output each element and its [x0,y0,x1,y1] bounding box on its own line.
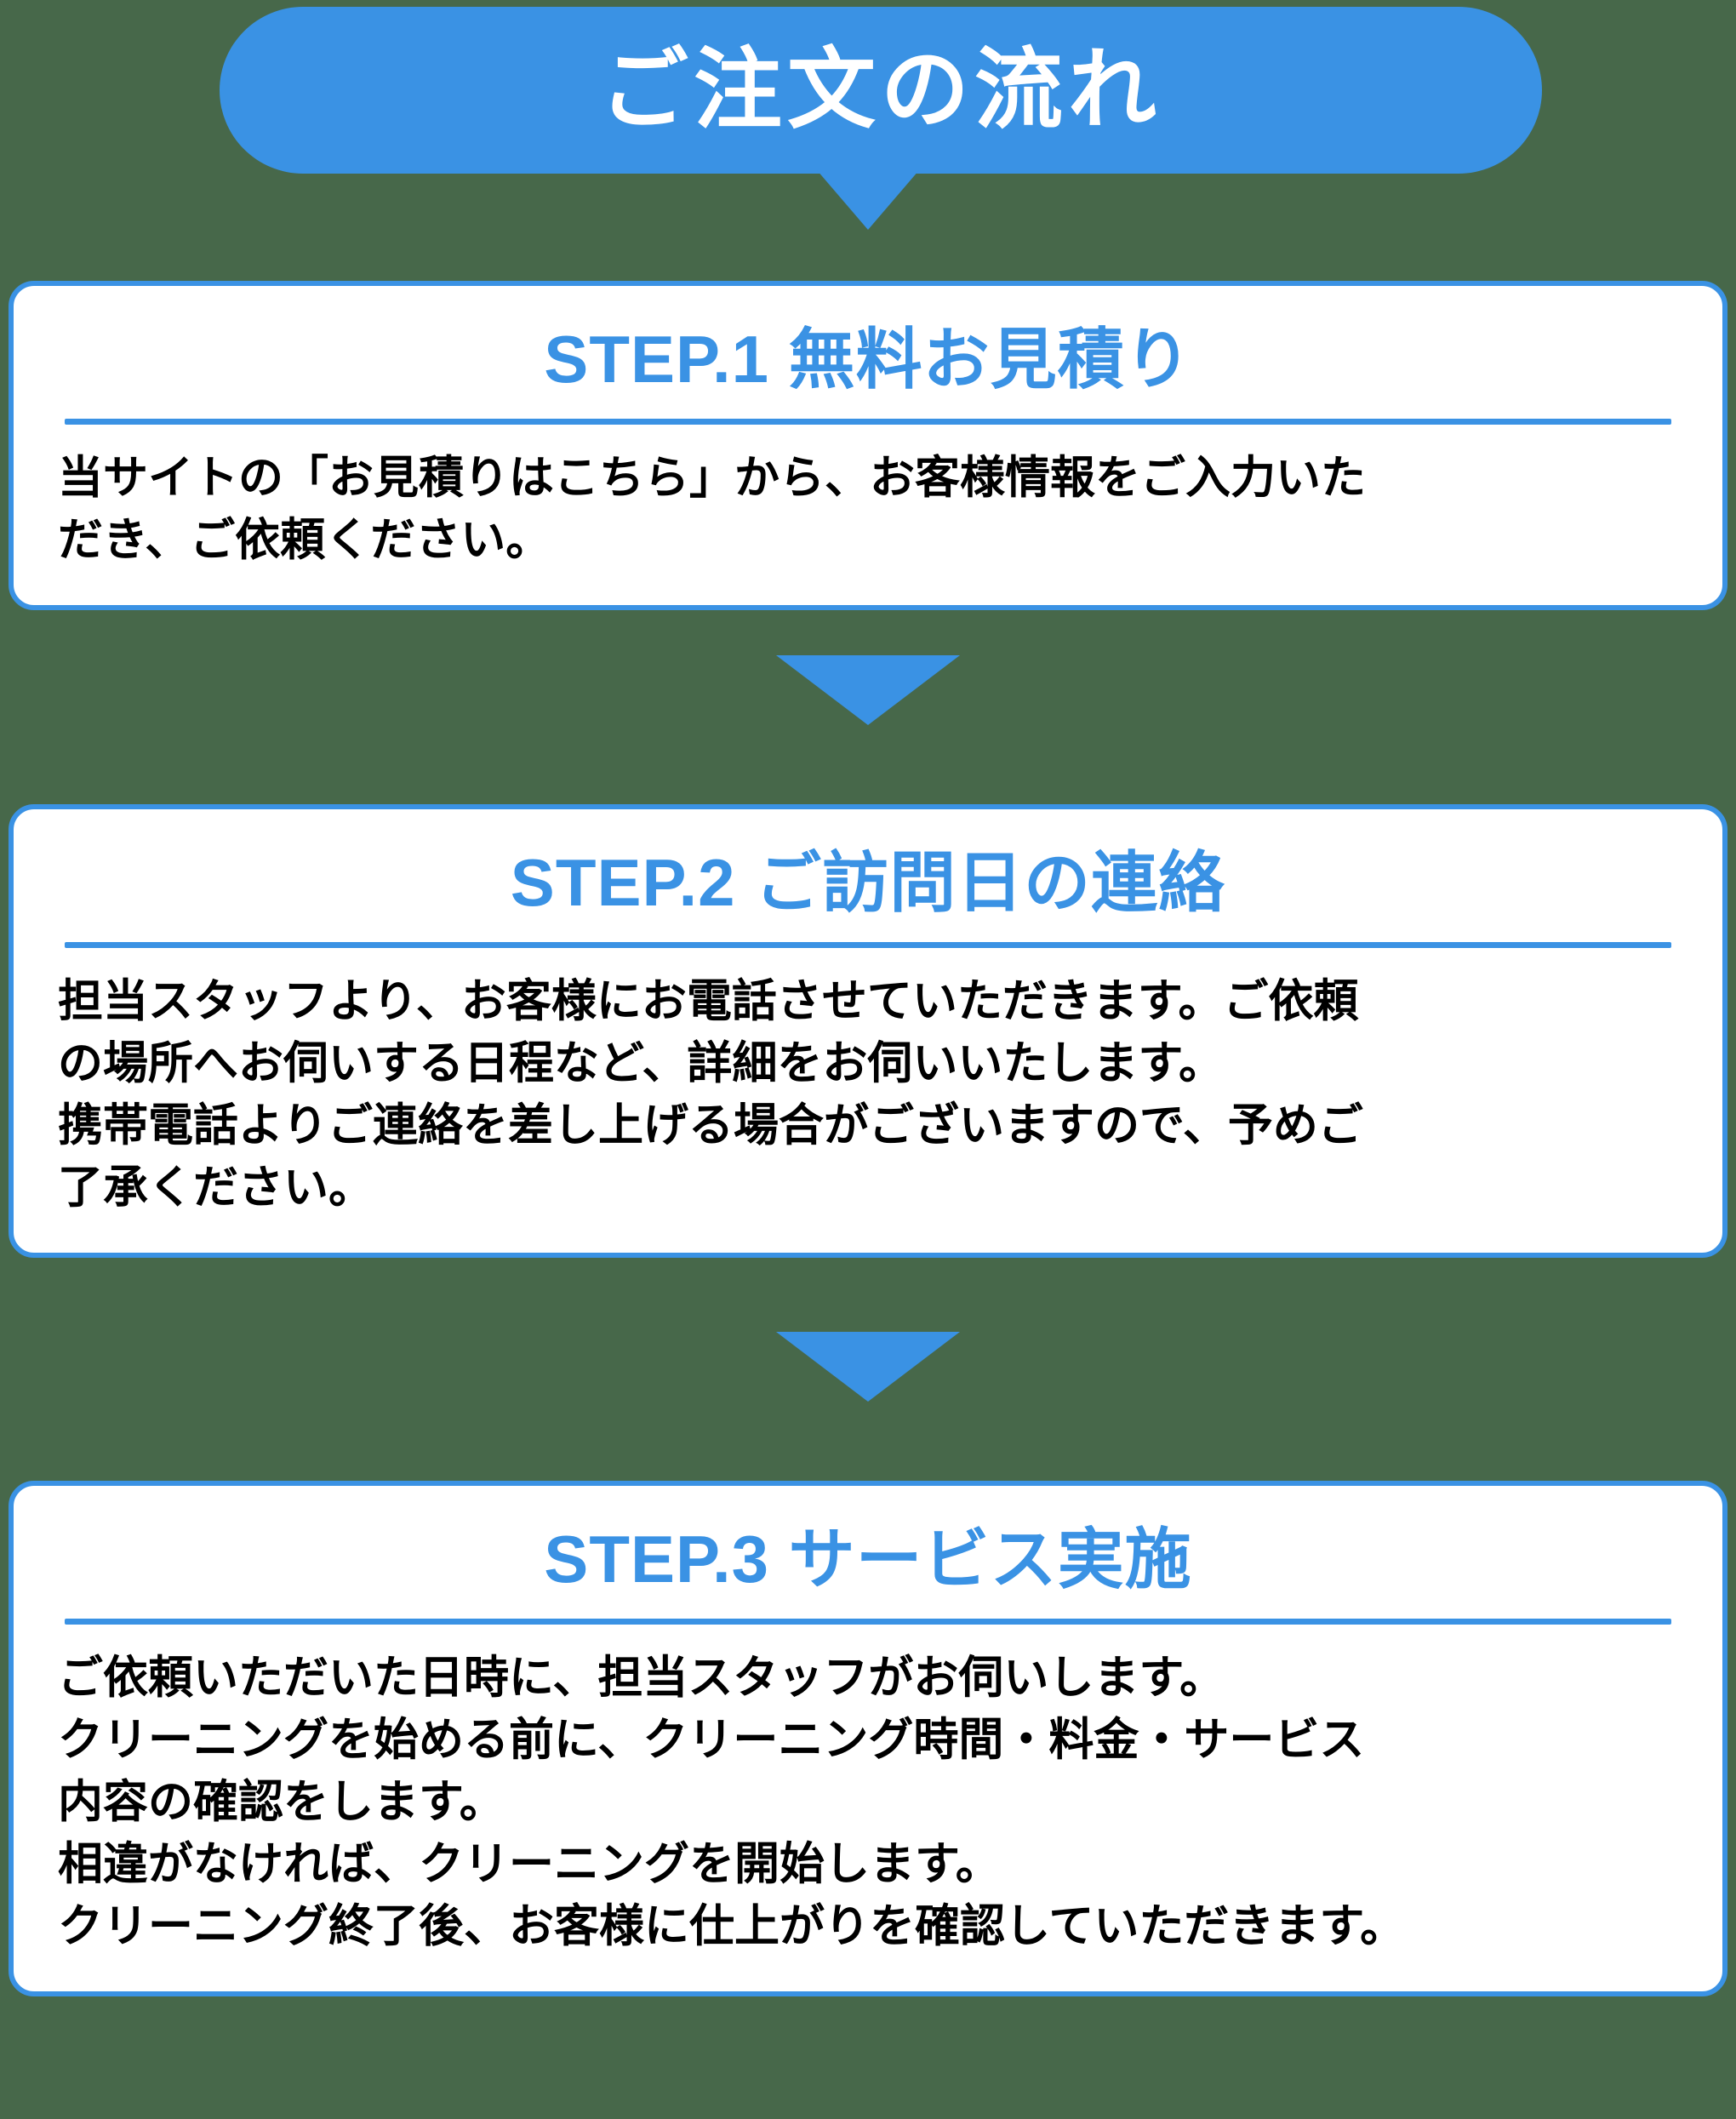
step-3-line-2: クリーニングを始める前に、クリーニング時間・料金・サービス [58,1714,1365,1765]
step-1-title: STEP.1 無料お見積り [544,322,1192,397]
step-2-line-4: 了承ください。 [58,1162,374,1214]
step-1-body: 当サイトの「お見積りはこちら」から、お客様情報をご入力いた だき、ご依頼ください… [58,447,1678,571]
step-2-divider [65,941,1671,948]
step-3-line-1: ご依頼いただいた日時に、担当スタッフがお伺いします。 [58,1652,1225,1703]
step-3-divider [65,1618,1671,1625]
banner-pointer-triangle-icon [817,170,919,230]
step-2-line-1: 担当スタッフより、お客様にお電話させていただきます。ご依頼 [58,975,1359,1026]
step-1-line-2: だき、ご依頼ください。 [58,514,551,565]
step-card-1: STEP.1 無料お見積り 当サイトの「お見積りはこちら」から、お客様情報をご入… [9,281,1727,610]
step-3-line-5: クリーニング終了後、お客様に仕上がりを確認していただきます。 [58,1901,1406,1952]
step-3-line-4: 相違がなければ、クリーニングを開始します。 [58,1839,1001,1890]
step-2-line-2: の場所へお伺いする日程など、詳細をお伺いいたします。 [58,1037,1225,1088]
step-3-title: STEP.3 サービス実施 [544,1522,1192,1596]
page-title: ご注文の流れ [599,41,1162,140]
connector-arrow-2-icon [776,1332,960,1402]
step-2-title: STEP.2 ご訪問日の連絡 [510,845,1226,920]
step-card-3: STEP.3 サービス実施 ご依頼いただいた日時に、担当スタッフがお伺いします。… [9,1481,1727,1997]
step-card-2: STEP.2 ご訪問日の連絡 担当スタッフより、お客様にお電話させていただきます… [9,804,1727,1259]
step-2-body: 担当スタッフより、お客様にお電話させていただきます。ご依頼 の場所へお伺いする日… [58,970,1678,1219]
header-banner-area: ご注文の流れ [0,0,1736,255]
step-1-divider [65,418,1671,425]
step-2-line-3: 携帯電話よりご連絡を差し上げる場合がございますので、予めご [58,1099,1363,1151]
step-3-body: ご依頼いただいた日時に、担当スタッフがお伺いします。 クリーニングを始める前に、… [58,1647,1678,1958]
step-3-line-3: 内容の確認をします。 [58,1776,505,1827]
connector-arrow-1-icon [776,655,960,725]
step-1-line-1: 当サイトの「お見積りはこちら」から、お客様情報をご入力いた [58,452,1366,503]
header-banner: ご注文の流れ [220,7,1542,174]
